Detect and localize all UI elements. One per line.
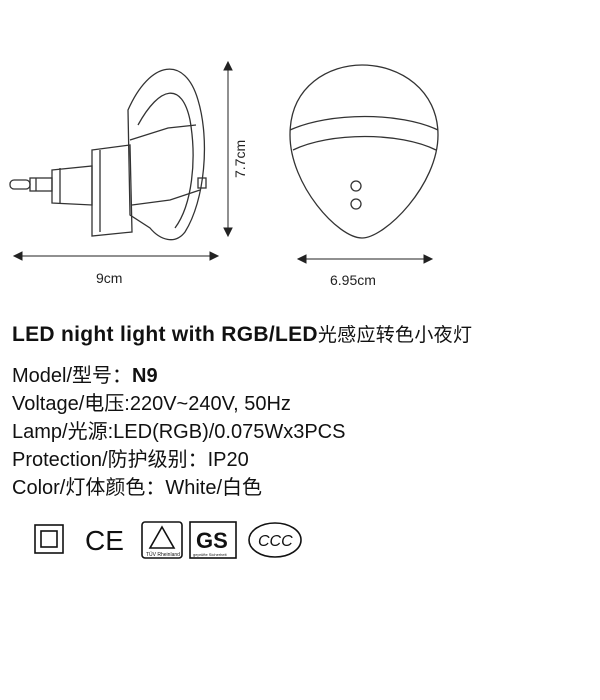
spec-value: IP20 <box>207 449 249 471</box>
plug-pin-icon <box>9 177 53 192</box>
spec-value: N9 <box>132 365 158 387</box>
spec-label: Protection/防护级别： <box>12 449 208 471</box>
spec-label: Color/灯体颜色： <box>12 477 166 499</box>
front-width-label: 6.95cm <box>330 272 376 288</box>
product-title: LED night light with RGB/LED光感应转色小夜灯 <box>12 320 472 347</box>
spec-label: Model/型号： <box>12 365 133 387</box>
spec-color: Color/灯体颜色：White/白色 <box>12 476 262 500</box>
spec-label: Lamp/光源: <box>12 421 114 443</box>
double-insulation-icon <box>34 524 64 554</box>
ccc-mark-icon: CCC <box>248 522 302 558</box>
certification-marks: CE TÜV Rheinland GS geprüfte Sicherheit … <box>34 521 302 559</box>
spec-value: LED(RGB)/0.075Wx3PCS <box>113 421 346 443</box>
svg-text:CE: CE <box>85 525 124 556</box>
side-width-label: 9cm <box>96 270 123 286</box>
spec-model: Model/型号：N9 <box>12 364 158 388</box>
height-label: 7.7cm <box>232 139 248 178</box>
svg-text:TÜV Rheinland: TÜV Rheinland <box>146 551 180 558</box>
ce-mark-icon: CE <box>85 525 124 556</box>
spec-protection: Protection/防护级别：IP20 <box>12 448 249 472</box>
tuv-triangle-icon: TÜV Rheinland <box>141 521 183 559</box>
spec-label: Voltage/电压: <box>12 393 130 415</box>
svg-text:GS: GS <box>196 528 228 553</box>
spec-value: 220V~240V, 50Hz <box>129 393 291 415</box>
svg-text:CCC: CCC <box>258 533 293 550</box>
spec-value: White/白色 <box>165 477 263 499</box>
spec-lamp: Lamp/光源:LED(RGB)/0.075Wx3PCS <box>12 420 345 444</box>
svg-text:geprüfte Sicherheit: geprüfte Sicherheit <box>193 552 227 557</box>
product-title-en: LED night light with RGB/LED <box>12 323 318 346</box>
product-drawing <box>9 60 439 264</box>
product-title-cn: 光感应转色小夜灯 <box>317 324 473 346</box>
gs-mark-icon: GS geprüfte Sicherheit <box>189 521 237 559</box>
spec-voltage: Voltage/电压:220V~240V, 50Hz <box>12 392 291 416</box>
